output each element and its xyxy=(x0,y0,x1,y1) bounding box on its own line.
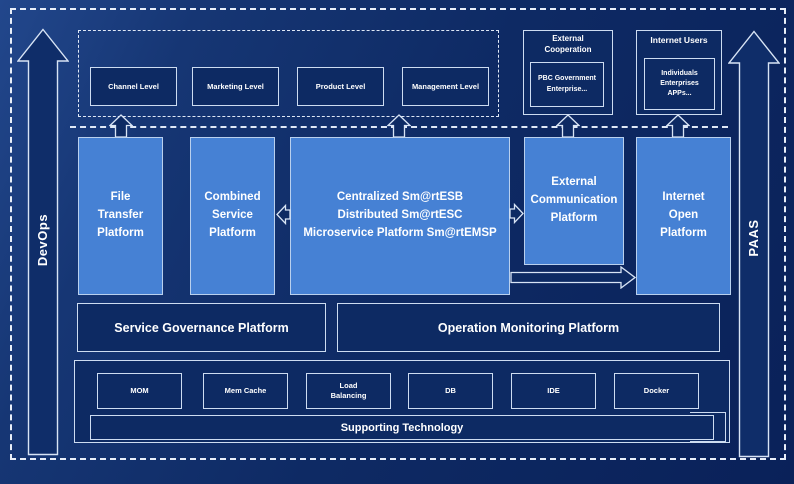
product-level-label: Product Level xyxy=(315,82,366,91)
central-esb-line3: Microservice Platform Sm@rtEMSP xyxy=(303,226,497,239)
file-transfer-platform-label: File Transfer Platform xyxy=(97,191,144,239)
channel-level-box: Channel Level xyxy=(90,67,177,106)
tech-box-db: DB xyxy=(408,373,493,409)
internet-open-platform-label: Internet Open Platform xyxy=(660,191,707,239)
central-esb-platform: Centralized Sm@rtESB Distributed Sm@rtES… xyxy=(290,137,510,295)
operation-monitoring-platform: Operation Monitoring Platform xyxy=(337,303,720,352)
combined-service-platform: Combined Service Platform xyxy=(190,137,275,295)
operation-monitoring-label: Operation Monitoring Platform xyxy=(437,320,620,335)
product-level-box: Product Level xyxy=(297,67,384,106)
tech-box-ide: IDE xyxy=(511,373,596,409)
docker-label: Docker xyxy=(643,386,670,396)
marketing-level-box: Marketing Level xyxy=(192,67,279,106)
left-arrow-icon xyxy=(276,204,291,225)
external-communication-platform: External Communication Platform xyxy=(524,137,624,265)
tech-box-mem-cache: Mem Cache xyxy=(203,373,288,409)
levels-dashed-box xyxy=(78,30,499,117)
up-arrow-icon xyxy=(666,114,690,138)
long-right-arrow-icon xyxy=(510,266,636,289)
devops-label: DevOps xyxy=(35,213,50,267)
central-esb-line2: Distributed Sm@rtESC xyxy=(337,209,463,222)
management-level-label: Management Level xyxy=(411,82,480,91)
paas-label: PAAS xyxy=(746,219,761,257)
combined-service-platform-label: Combined Service Platform xyxy=(204,191,261,239)
paas-up-arrow-icon xyxy=(728,30,780,458)
devops-up-arrow-icon xyxy=(17,28,69,456)
external-communication-platform-label: External Communication Platform xyxy=(530,176,618,224)
external-cooperation-title: External Cooperation xyxy=(544,34,592,54)
right-arrow-icon xyxy=(509,203,524,224)
up-arrow-icon xyxy=(109,114,133,138)
mem-cache-label: Mem Cache xyxy=(224,386,267,396)
supporting-bar-offset-outline xyxy=(690,412,726,442)
internet-users-members: Individuals Enterprises APPs... xyxy=(660,69,699,98)
marketing-level-label: Marketing Level xyxy=(207,82,264,91)
management-level-box: Management Level xyxy=(402,67,489,106)
tech-box-docker: Docker xyxy=(614,373,699,409)
service-governance-platform: Service Governance Platform xyxy=(77,303,326,352)
up-arrow-icon xyxy=(556,114,580,138)
tech-box-load-balancing: Load Balancing xyxy=(306,373,391,409)
tech-box-mom: MOM xyxy=(97,373,182,409)
external-cooperation-members-box: PBC Government Enterprise... xyxy=(530,62,604,107)
mom-label: MOM xyxy=(130,386,149,396)
supporting-technology-bar: Supporting Technology xyxy=(90,415,714,440)
central-esb-line1: Centralized Sm@rtESB xyxy=(336,191,464,204)
internet-users-title: Internet Users xyxy=(650,35,708,45)
external-cooperation-members: PBC Government Enterprise... xyxy=(538,75,596,93)
supporting-technology-label: Supporting Technology xyxy=(340,421,464,434)
file-transfer-platform: File Transfer Platform xyxy=(78,137,163,295)
ide-label: IDE xyxy=(547,386,560,396)
db-label: DB xyxy=(445,386,456,396)
service-governance-label: Service Governance Platform xyxy=(114,320,289,335)
internet-open-platform: Internet Open Platform xyxy=(636,137,731,295)
up-arrow-icon xyxy=(387,114,411,138)
outer-dashed-border xyxy=(10,8,786,460)
internet-users-members-box: Individuals Enterprises APPs... xyxy=(644,58,715,110)
load-balancing-label: Load Balancing xyxy=(330,381,367,400)
channel-level-label: Channel Level xyxy=(108,82,159,91)
